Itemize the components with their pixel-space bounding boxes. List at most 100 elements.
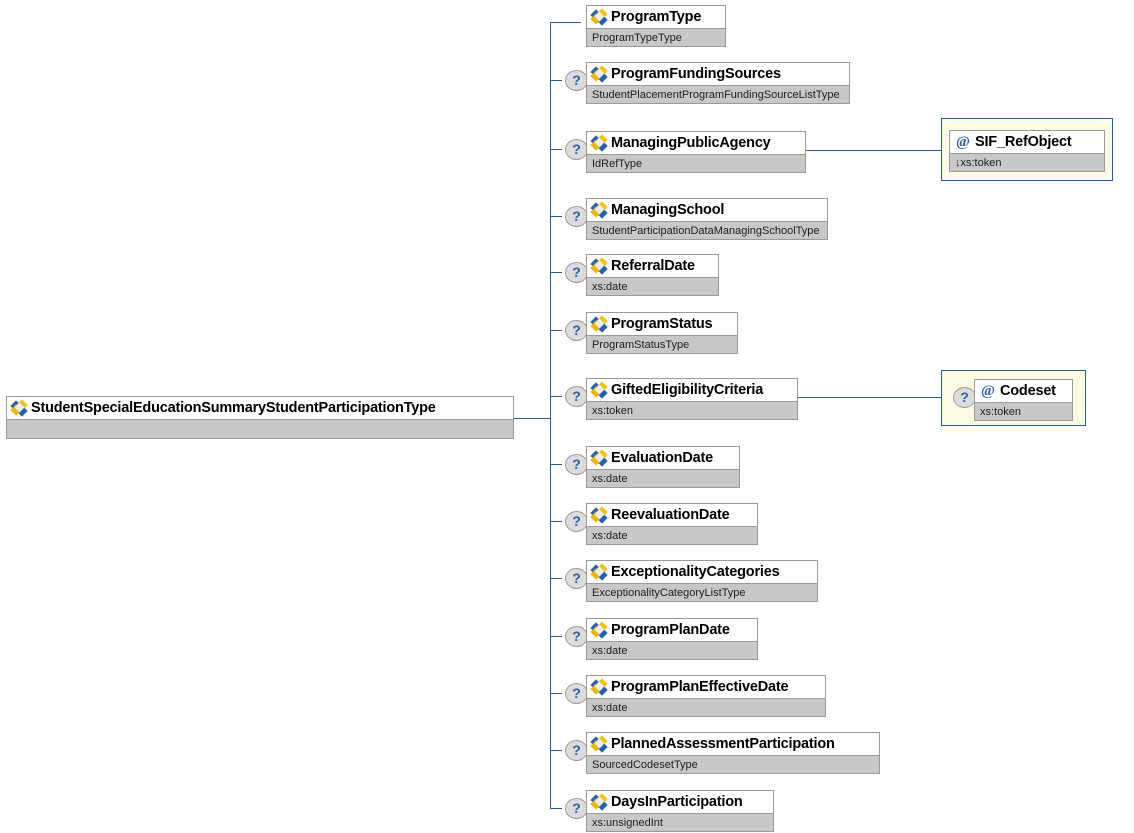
element-icon	[590, 793, 608, 811]
node-attribute-codeset-name-row: @ Codeset	[975, 380, 1072, 402]
node-reevaluationdate[interactable]: ReevaluationDate xs:date	[586, 503, 758, 545]
element-icon	[590, 678, 608, 696]
node-referraldate-label: ReferralDate	[611, 258, 695, 274]
node-programplandate-label: ProgramPlanDate	[611, 622, 730, 638]
optional-marker-exceptionalitycategories: ?	[565, 568, 588, 589]
optional-marker-evaluationdate: ?	[565, 454, 588, 475]
connector-trunk	[550, 22, 551, 809]
connector-branch-11	[550, 693, 562, 694]
node-programplaneffectivedate-name-row: ProgramPlanEffectiveDate	[587, 676, 825, 698]
optional-marker-programfundingsources: ?	[565, 70, 588, 91]
node-managingschool-type: StudentParticipationDataManagingSchoolTy…	[587, 221, 827, 239]
connector-branch-3	[550, 216, 562, 217]
node-reevaluationdate-type: xs:date	[587, 526, 757, 544]
node-managingschool[interactable]: ManagingSchool StudentParticipationDataM…	[586, 198, 828, 240]
optional-marker-plannedassessmentparticipation: ?	[565, 740, 588, 761]
node-root-label: StudentSpecialEducationSummaryStudentPar…	[31, 400, 436, 416]
optional-marker-managingschool: ?	[565, 206, 588, 227]
node-managingpublicagency-type: IdRefType	[587, 154, 805, 172]
connector-root-stub	[514, 418, 551, 419]
connector-sif-refobject	[806, 150, 942, 151]
node-giftedeligibilitycriteria-label: GiftedEligibilityCriteria	[611, 382, 764, 398]
connector-branch-12	[550, 750, 562, 751]
optional-marker-programplaneffectivedate: ?	[565, 683, 588, 704]
optional-marker-giftedeligibilitycriteria: ?	[565, 386, 588, 407]
node-programtype[interactable]: ProgramType ProgramTypeType	[586, 5, 726, 47]
connector-branch-6	[550, 396, 562, 397]
element-icon	[590, 65, 608, 83]
connector-branch-2	[550, 149, 562, 150]
node-programtype-label: ProgramType	[611, 9, 702, 25]
node-referraldate[interactable]: ReferralDate xs:date	[586, 254, 719, 296]
element-icon	[590, 563, 608, 581]
node-evaluationdate-name-row: EvaluationDate	[587, 447, 739, 469]
node-programfundingsources-type: StudentPlacementProgramFundingSourceList…	[587, 85, 849, 103]
node-programfundingsources-name-row: ProgramFundingSources	[587, 63, 849, 85]
connector-branch-10	[550, 636, 562, 637]
node-programplandate-name-row: ProgramPlanDate	[587, 619, 757, 641]
optional-marker-programplandate: ?	[565, 626, 588, 647]
node-exceptionalitycategories-label: ExceptionalityCategories	[611, 564, 780, 580]
node-programplandate[interactable]: ProgramPlanDate xs:date	[586, 618, 758, 660]
element-icon	[590, 201, 608, 219]
node-reevaluationdate-label: ReevaluationDate	[611, 507, 730, 523]
element-icon	[10, 399, 28, 417]
node-programstatus[interactable]: ProgramStatus ProgramStatusType	[586, 312, 738, 354]
node-managingschool-name-row: ManagingSchool	[587, 199, 827, 221]
node-attribute-codeset-type: xs:token	[975, 402, 1072, 420]
node-attribute-sif-refobject-type: ↓xs:token	[950, 153, 1104, 171]
node-daysinparticipation-type: xs:unsignedInt	[587, 813, 773, 831]
element-icon	[590, 381, 608, 399]
node-programplaneffectivedate-type: xs:date	[587, 698, 825, 716]
node-programtype-name-row: ProgramType	[587, 6, 725, 28]
node-attribute-codeset[interactable]: @ Codeset xs:token	[974, 379, 1073, 421]
node-plannedassessmentparticipation-label: PlannedAssessmentParticipation	[611, 736, 835, 752]
node-referraldate-name-row: ReferralDate	[587, 255, 718, 277]
node-daysinparticipation-label: DaysInParticipation	[611, 794, 743, 810]
node-programplaneffectivedate[interactable]: ProgramPlanEffectiveDate xs:date	[586, 675, 826, 717]
element-icon	[590, 134, 608, 152]
node-attribute-sif-refobject-name-row: @ SIF_RefObject	[950, 131, 1104, 153]
node-daysinparticipation[interactable]: DaysInParticipation xs:unsignedInt	[586, 790, 774, 832]
node-managingpublicagency-label: ManagingPublicAgency	[611, 135, 771, 151]
optional-marker-daysinparticipation: ?	[565, 798, 588, 819]
node-root-name-row: StudentSpecialEducationSummaryStudentPar…	[7, 397, 513, 419]
element-icon	[590, 735, 608, 753]
node-root-type	[7, 419, 513, 438]
attribute-icon: @	[956, 134, 970, 150]
node-attribute-codeset-label: Codeset	[1000, 383, 1056, 399]
connector-branch-13	[550, 808, 562, 809]
node-programstatus-name-row: ProgramStatus	[587, 313, 737, 335]
node-evaluationdate-label: EvaluationDate	[611, 450, 713, 466]
optional-marker-programstatus: ?	[565, 320, 588, 341]
node-programtype-type: ProgramTypeType	[587, 28, 725, 46]
connector-branch-1	[550, 80, 562, 81]
element-icon	[590, 257, 608, 275]
node-giftedeligibilitycriteria[interactable]: GiftedEligibilityCriteria xs:token	[586, 378, 798, 420]
optional-marker-codeset: ?	[953, 387, 976, 408]
node-plannedassessmentparticipation[interactable]: PlannedAssessmentParticipation SourcedCo…	[586, 732, 880, 774]
node-reevaluationdate-name-row: ReevaluationDate	[587, 504, 757, 526]
node-exceptionalitycategories-type: ExceptionalityCategoryListType	[587, 583, 817, 601]
node-programfundingsources-label: ProgramFundingSources	[611, 66, 781, 82]
element-icon	[590, 449, 608, 467]
node-managingpublicagency-name-row: ManagingPublicAgency	[587, 132, 805, 154]
connector-branch-0	[550, 22, 581, 23]
node-daysinparticipation-name-row: DaysInParticipation	[587, 791, 773, 813]
node-plannedassessmentparticipation-type: SourcedCodesetType	[587, 755, 879, 773]
node-giftedeligibilitycriteria-name-row: GiftedEligibilityCriteria	[587, 379, 797, 401]
connector-branch-7	[550, 464, 562, 465]
node-managingpublicagency[interactable]: ManagingPublicAgency IdRefType	[586, 131, 806, 173]
node-evaluationdate[interactable]: EvaluationDate xs:date	[586, 446, 740, 488]
node-giftedeligibilitycriteria-type: xs:token	[587, 401, 797, 419]
node-plannedassessmentparticipation-name-row: PlannedAssessmentParticipation	[587, 733, 879, 755]
node-attribute-sif-refobject[interactable]: @ SIF_RefObject ↓xs:token	[949, 130, 1105, 172]
node-programfundingsources[interactable]: ProgramFundingSources StudentPlacementPr…	[586, 62, 850, 104]
connector-branch-5	[550, 330, 562, 331]
node-programplaneffectivedate-label: ProgramPlanEffectiveDate	[611, 679, 789, 695]
node-programstatus-type: ProgramStatusType	[587, 335, 737, 353]
node-exceptionalitycategories[interactable]: ExceptionalityCategories ExceptionalityC…	[586, 560, 818, 602]
node-attribute-sif-refobject-label: SIF_RefObject	[975, 134, 1072, 150]
node-root[interactable]: StudentSpecialEducationSummaryStudentPar…	[6, 396, 514, 439]
node-evaluationdate-type: xs:date	[587, 469, 739, 487]
